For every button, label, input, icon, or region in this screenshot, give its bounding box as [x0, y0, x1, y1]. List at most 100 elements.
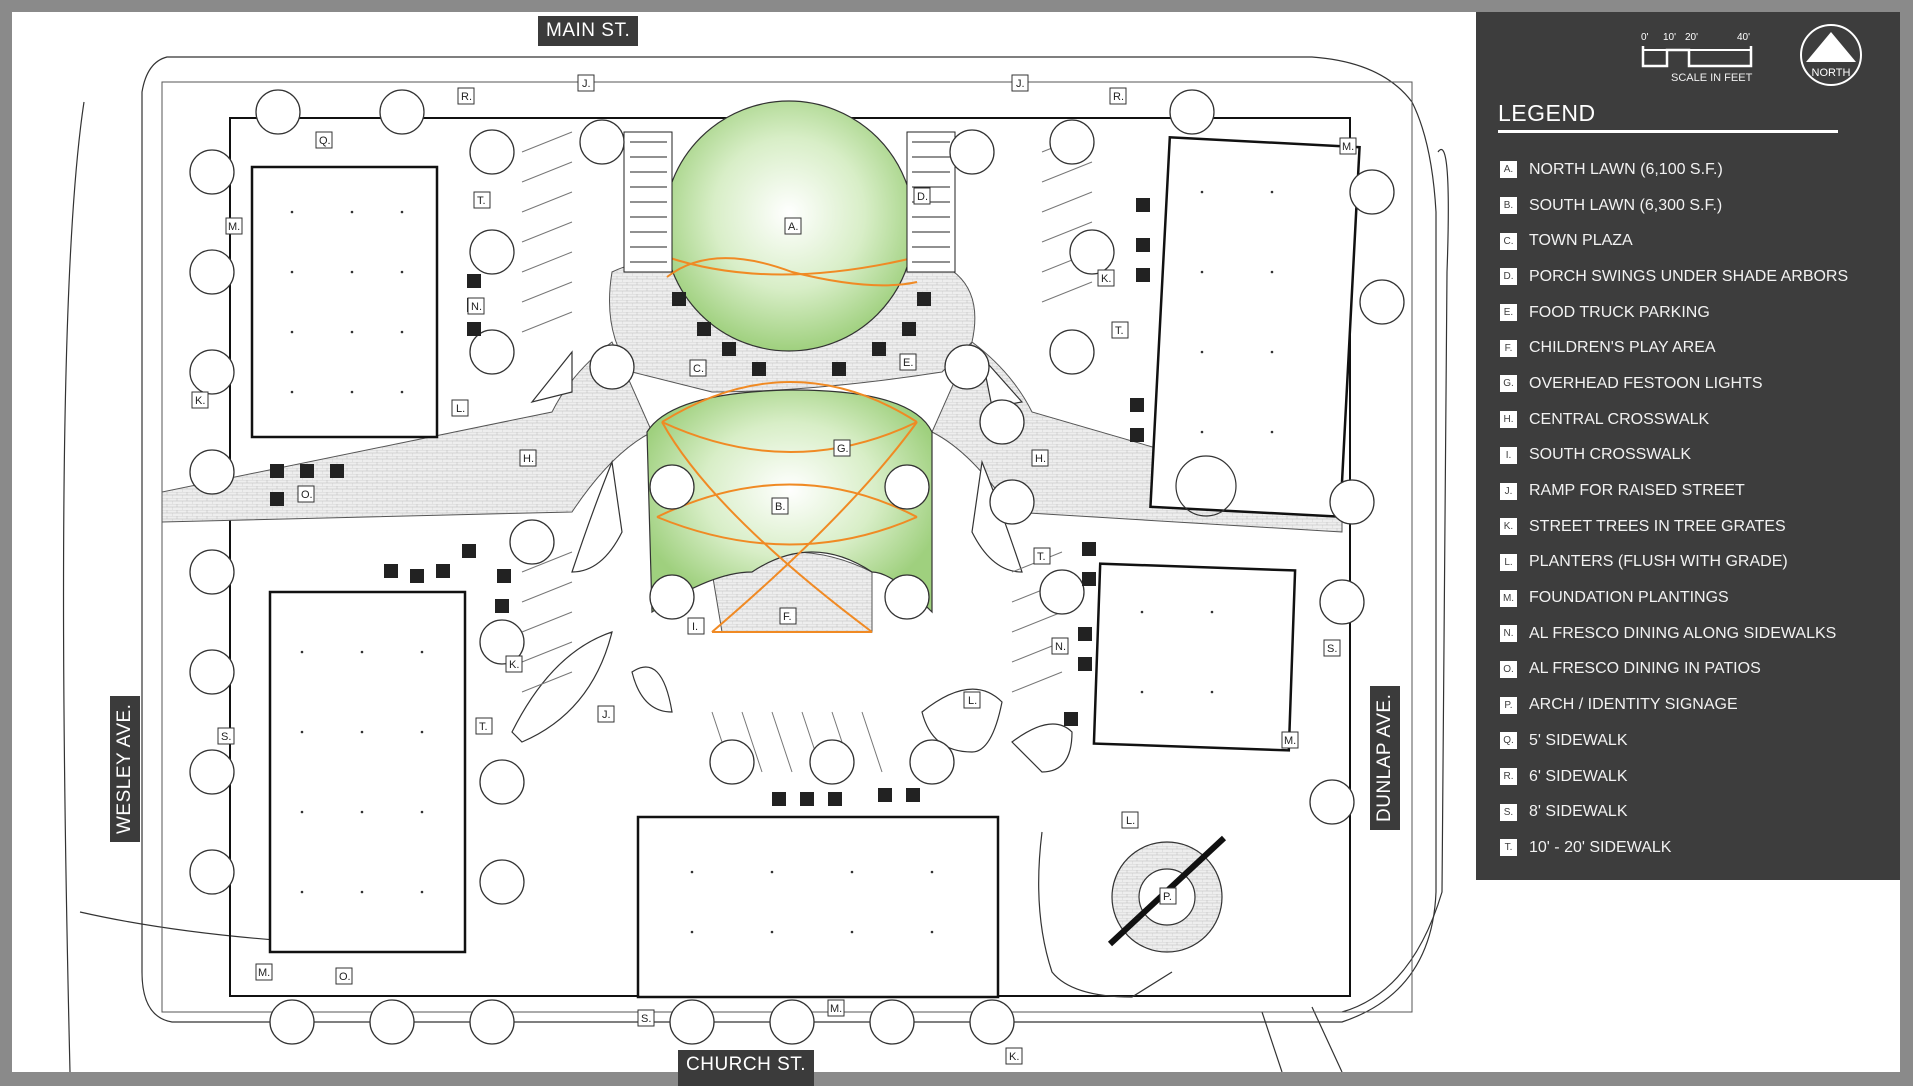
- tag-K4: K.: [1005, 1047, 1023, 1065]
- legend-item: J.RAMP FOR RAISED STREET: [1500, 473, 1848, 509]
- svg-text:A.: A.: [788, 221, 798, 233]
- legend-label: PLANTERS (FLUSH WITH GRADE): [1529, 553, 1788, 571]
- svg-text:H.: H.: [1035, 453, 1046, 465]
- legend-label: PORCH SWINGS UNDER SHADE ARBORS: [1529, 267, 1849, 285]
- tag-E: E.: [899, 353, 917, 371]
- tag-L3: L.: [1121, 811, 1139, 829]
- svg-text:I.: I.: [692, 621, 698, 633]
- tag-L: L.: [451, 399, 469, 417]
- street-label-dunlap: DUNLAP AVE.: [1370, 685, 1400, 830]
- legend-item: C.TOWN PLAZA: [1500, 223, 1848, 259]
- site-plan-drawing: A. B. C. D. E. F. G. H. H. I. J. J. J. K…: [62, 56, 1449, 1072]
- tag-S: S.: [217, 727, 235, 745]
- svg-text:L.: L.: [456, 403, 465, 415]
- legend-label: FOOD TRUCK PARKING: [1529, 303, 1710, 321]
- legend-list: A.NORTH LAWN (6,100 S.F.) B. SOUTH LAWN (…: [1500, 152, 1848, 866]
- legend-item: P.ARCH / IDENTITY SIGNAGE: [1500, 687, 1848, 723]
- legend-item: H.CENTRAL CROSSWALK: [1500, 402, 1848, 438]
- building-southwest: [268, 590, 467, 954]
- svg-text:N.: N.: [471, 301, 482, 313]
- svg-text:K.: K.: [1101, 273, 1111, 285]
- legend-key: D.: [1500, 268, 1517, 286]
- tag-J: J.: [577, 74, 595, 92]
- legend-item: G.OVERHEAD FESTOON LIGHTS: [1500, 366, 1848, 402]
- legend-label: 8' SIDEWALK: [1529, 803, 1628, 821]
- svg-text:J.: J.: [1016, 78, 1025, 90]
- tag-T4: T.: [475, 717, 493, 735]
- tag-D: D.: [913, 187, 931, 205]
- legend-key: T.: [1500, 839, 1517, 857]
- north-arrow-icon: NORTH: [1800, 24, 1862, 86]
- svg-text:D.: D.: [917, 191, 928, 203]
- tag-Q: Q.: [315, 131, 333, 149]
- street-trees: [189, 89, 1405, 1045]
- svg-text:J.: J.: [602, 709, 611, 721]
- legend-item: S. 8' SIDEWALK: [1500, 794, 1848, 830]
- tag-L2: L.: [963, 691, 981, 709]
- tag-G: G.: [833, 439, 851, 457]
- tag-J3: J.: [597, 705, 615, 723]
- roundabout-detail: [1175, 455, 1237, 517]
- tag-T2: T.: [1111, 321, 1129, 339]
- svg-text:H.: H.: [523, 453, 534, 465]
- tag-J2: J.: [1011, 74, 1029, 92]
- svg-text:T.: T.: [1115, 325, 1124, 337]
- tag-N2: N.: [1051, 637, 1069, 655]
- legend-key: C.: [1500, 232, 1517, 250]
- legend-key: O.: [1500, 660, 1517, 678]
- parking-stripes: [521, 131, 1093, 773]
- tag-T3: T.: [1033, 547, 1051, 565]
- plan-tags: A. B. C. D. E. F. G. H. H. I. J. J. J. K…: [191, 74, 1357, 1065]
- legend-key: B.: [1500, 197, 1517, 215]
- tag-S3: S.: [1323, 639, 1341, 657]
- legend-label: AL FRESCO DINING IN PATIOS: [1529, 660, 1761, 678]
- tag-K3: K.: [505, 655, 523, 673]
- svg-text:M.: M.: [830, 1003, 842, 1015]
- legend-item: O. AL FRESCO DINING IN PATIOS: [1500, 652, 1848, 688]
- building-south: [636, 815, 1000, 999]
- legend-item: E.FOOD TRUCK PARKING: [1500, 295, 1848, 331]
- legend-title: LEGEND: [1498, 100, 1596, 126]
- tag-M2: M.: [1339, 137, 1357, 155]
- legend-item: F. CHILDREN'S PLAY AREA: [1500, 330, 1848, 366]
- tag-K2: K.: [1097, 269, 1115, 287]
- legend-key: H.: [1500, 411, 1517, 429]
- legend-item: I.SOUTH CROSSWALK: [1500, 438, 1848, 474]
- tag-K: K.: [191, 391, 209, 409]
- scale-caption: SCALE IN FEET: [1671, 72, 1753, 84]
- legend-item: T. 10' - 20' SIDEWALK: [1500, 830, 1848, 866]
- legend-key: A.: [1500, 161, 1517, 179]
- legend-label: SOUTH LAWN (6,300 S.F.): [1529, 196, 1723, 214]
- north-label: NORTH: [1812, 67, 1851, 79]
- legend-label: ARCH / IDENTITY SIGNAGE: [1529, 696, 1738, 714]
- legend-key: S.: [1500, 803, 1517, 821]
- legend-label: CHILDREN'S PLAY AREA: [1529, 339, 1716, 357]
- legend-panel: 0' 10' 20' 40' SCALE IN FEET NORTH LEGEN…: [1476, 12, 1900, 880]
- legend-item: R.6' SIDEWALK: [1500, 759, 1848, 795]
- legend-key: M.: [1500, 589, 1517, 607]
- svg-text:T.: T.: [479, 721, 488, 733]
- legend-label: 6' SIDEWALK: [1529, 767, 1628, 785]
- tag-M4: M.: [827, 999, 845, 1017]
- building-east: [1092, 562, 1297, 752]
- legend-label: STREET TREES IN TREE GRATES: [1529, 517, 1786, 535]
- legend-item: A.NORTH LAWN (6,100 S.F.): [1500, 152, 1848, 188]
- tag-O2: O.: [335, 967, 353, 985]
- svg-text:S.: S.: [1327, 643, 1337, 655]
- legend-key: L.: [1500, 553, 1517, 571]
- site-plan-sheet: A. B. C. D. E. F. G. H. H. I. J. J. J. K…: [12, 12, 1900, 1086]
- tag-B: B.: [771, 497, 789, 515]
- tag-M: M.: [225, 217, 243, 235]
- legend-key: F.: [1500, 339, 1517, 357]
- legend-label: 10' - 20' SIDEWALK: [1529, 838, 1672, 856]
- festoon-lights: [656, 256, 918, 633]
- street-label-main: MAIN ST.: [538, 16, 639, 46]
- legend-label: OVERHEAD FESTOON LIGHTS: [1529, 374, 1763, 392]
- tag-M3: M.: [255, 963, 273, 981]
- svg-text:O.: O.: [301, 489, 313, 501]
- svg-text:F.: F.: [783, 611, 792, 623]
- tag-R2: R.: [1109, 87, 1127, 105]
- svg-text:S.: S.: [221, 731, 231, 743]
- tag-C: C.: [689, 359, 707, 377]
- legend-item: N.AL FRESCO DINING ALONG SIDEWALKS: [1500, 616, 1848, 652]
